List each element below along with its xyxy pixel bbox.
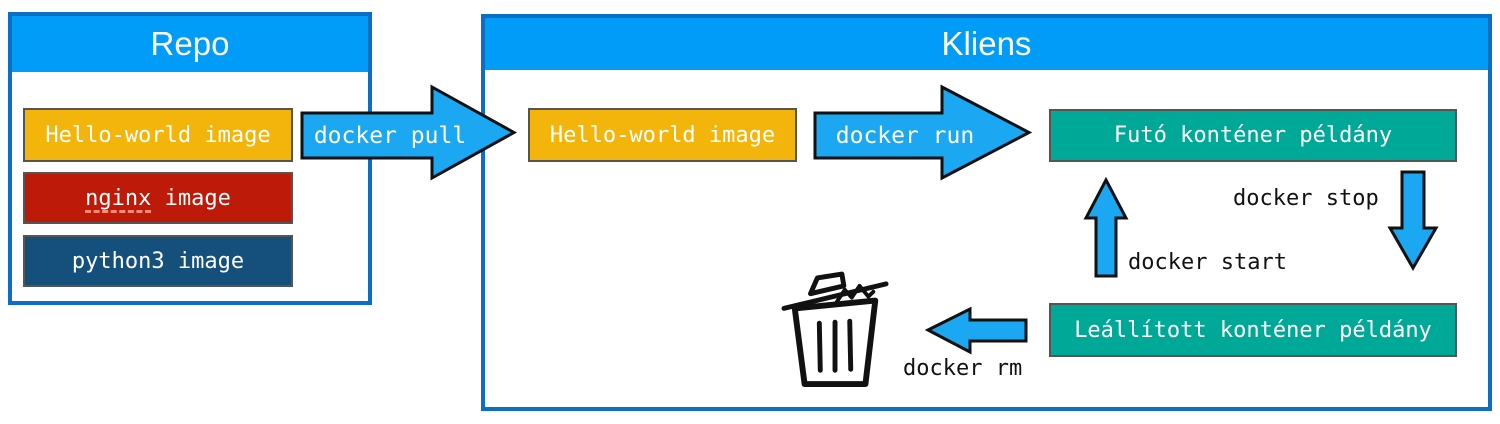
docker-start-arrow — [1083, 176, 1129, 278]
repo-python3-image-box: python3 image — [23, 235, 293, 287]
repo-nginx-word: nginx — [85, 185, 152, 211]
repo-python3-image-label: python3 image — [71, 248, 245, 274]
repo-hello-world-image-label: Hello-world image — [45, 122, 271, 148]
docker-rm-label: docker rm — [903, 356, 1023, 381]
docker-run-arrow — [813, 84, 1033, 181]
trash-icon — [781, 271, 890, 390]
stopped-container-box: Leállított konténer példány — [1049, 303, 1457, 357]
docker-pull-arrow — [300, 84, 518, 181]
right-arrow-icon — [813, 84, 1033, 181]
kliens-container: Kliens Hello-world image Futó konténer p… — [481, 14, 1492, 411]
kliens-hello-world-image-box: Hello-world image — [528, 108, 797, 162]
kliens-hello-world-image-label: Hello-world image — [549, 122, 776, 148]
docker-rm-arrow — [924, 306, 1028, 355]
docker-stop-arrow — [1387, 170, 1439, 272]
down-arrow-icon — [1387, 170, 1439, 272]
docker-run-label: docker run — [835, 122, 975, 149]
repo-title: Repo — [150, 25, 230, 62]
docker-start-label: docker start — [1128, 250, 1287, 275]
kliens-title: Kliens — [941, 25, 1032, 62]
repo-hello-world-image-box: Hello-world image — [23, 108, 293, 162]
left-arrow-icon — [924, 306, 1028, 355]
repo-nginx-image-box: nginx image — [23, 172, 293, 224]
docker-pull-label: docker pull — [313, 122, 467, 149]
right-arrow-icon — [300, 84, 518, 181]
stopped-container-label: Leállított konténer példány — [1074, 317, 1432, 343]
running-container-box: Futó konténer példány — [1049, 109, 1457, 162]
docker-stop-label: docker stop — [1233, 186, 1379, 211]
repo-header: Repo — [12, 16, 368, 72]
kliens-header: Kliens — [485, 18, 1488, 70]
running-container-label: Futó konténer példány — [1113, 123, 1393, 148]
repo-nginx-rest: image — [151, 185, 231, 211]
up-arrow-icon — [1083, 176, 1129, 278]
